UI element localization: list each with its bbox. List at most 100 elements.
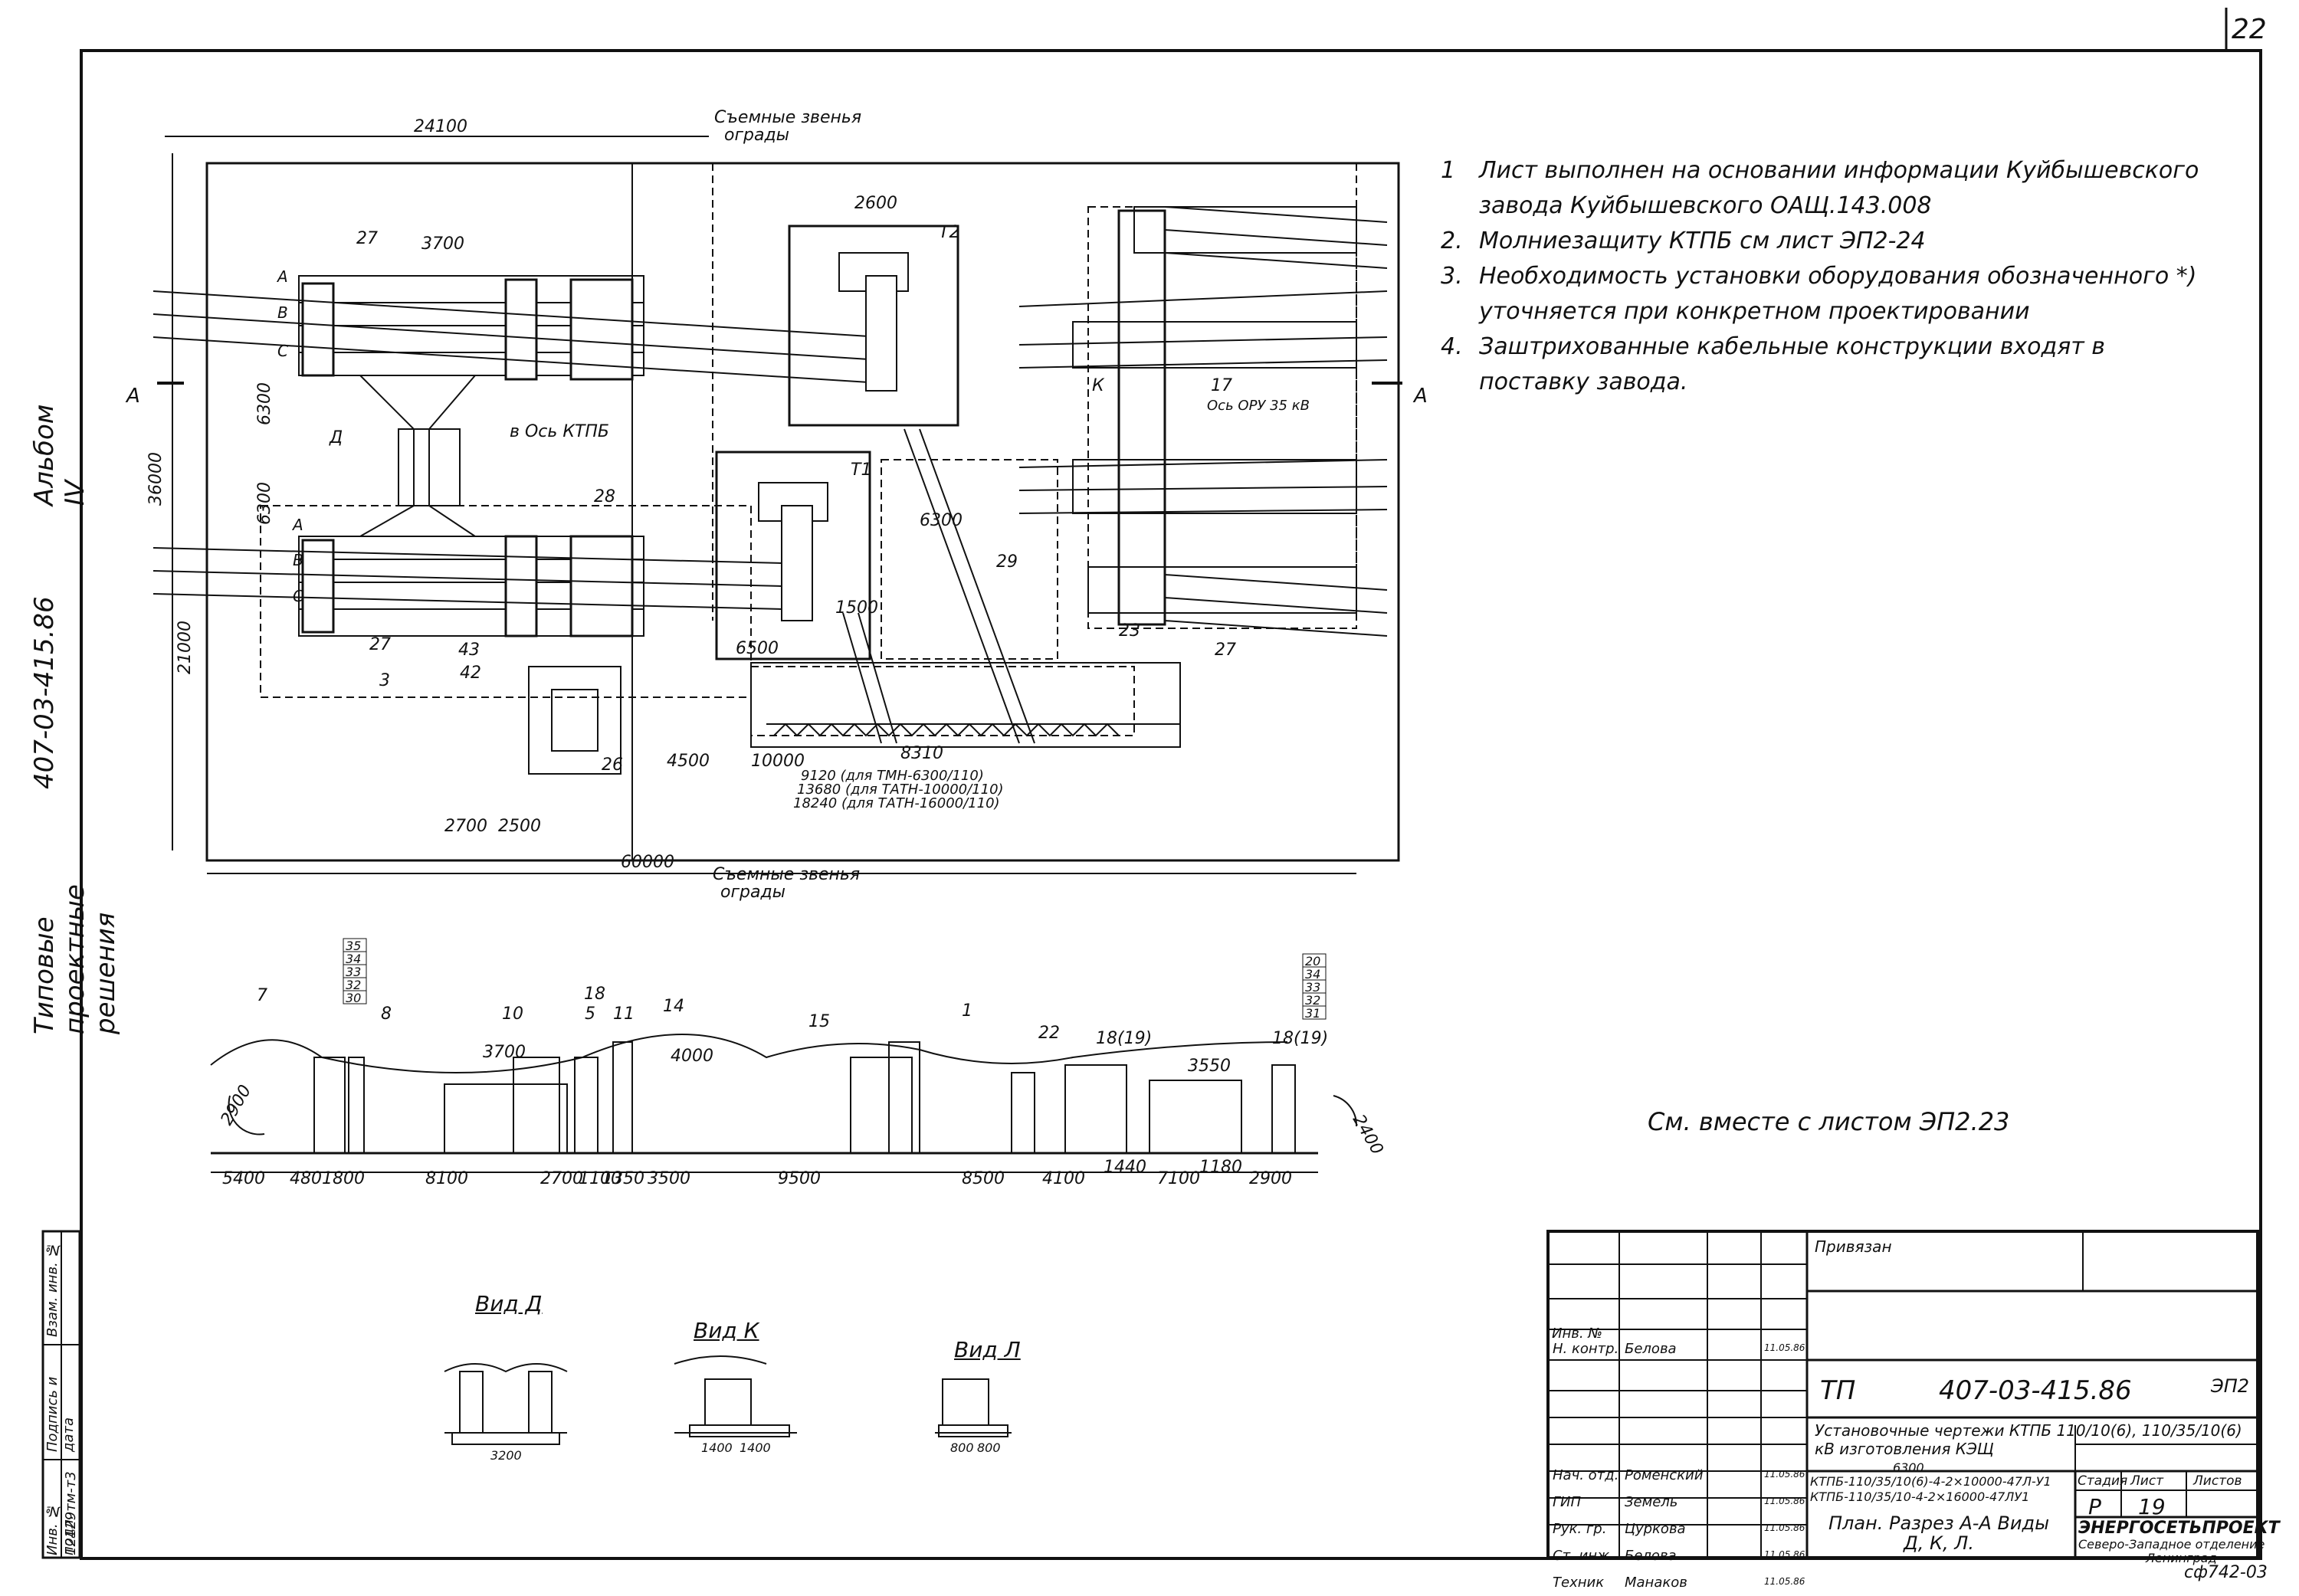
view-d-title: Вид Д [475, 1291, 543, 1316]
axis-oru: Ось ОРУ 35 кВ [1207, 398, 1310, 414]
svg-text:Д: Д [329, 428, 343, 447]
svg-text:2400: 2400 [1349, 1112, 1387, 1158]
svg-text:1350: 1350 [602, 1169, 644, 1188]
corner-code: сф742-03 [2184, 1563, 2268, 1582]
svg-text:33: 33 [1305, 980, 1320, 995]
privyazan-label: Привязан [1815, 1237, 1892, 1256]
sig-role: Ст. инж. [1553, 1548, 1614, 1564]
svg-text:18(19): 18(19) [1272, 1029, 1328, 1048]
view-k-title: Вид К [694, 1318, 759, 1343]
svg-text:9120 (для ТМН-6300/110): 9120 (для ТМН-6300/110) [801, 768, 984, 784]
sig-name: Манаков [1625, 1575, 1687, 1591]
svg-text:А: А [276, 267, 288, 286]
svg-text:С: С [293, 587, 303, 605]
svg-text:2900: 2900 [218, 1082, 256, 1129]
svg-text:26: 26 [602, 755, 623, 775]
list-value: 19 [2138, 1494, 2166, 1519]
svg-text:6300: 6300 [920, 511, 963, 530]
svg-text:А: А [291, 516, 303, 534]
sig-role: Н. контр. [1553, 1341, 1619, 1357]
svg-text:11: 11 [613, 1004, 635, 1024]
sig-role: ГИП [1553, 1494, 1582, 1510]
note-2: 2.Молниезащиту КТПБ см лист ЭП2-24 [1441, 228, 1926, 254]
svg-text:3700: 3700 [421, 234, 464, 254]
svg-text:1440: 1440 [1104, 1158, 1146, 1177]
sig-name: Земель [1625, 1494, 1678, 1510]
svg-text:6300: 6300 [255, 482, 274, 525]
title-block-grid [1546, 1230, 2259, 1559]
svg-text:10000: 10000 [751, 752, 805, 771]
svg-text:18(19): 18(19) [1096, 1029, 1152, 1048]
svg-text:42: 42 [460, 664, 481, 683]
stadiya-label: Стадия [2078, 1473, 2128, 1489]
sig-name: Роменский [1625, 1467, 1704, 1483]
svg-text:2700: 2700 [540, 1169, 583, 1188]
sig-name: Белова [1625, 1341, 1677, 1357]
page-number: 22 [2232, 14, 2267, 45]
page-number-tick [2225, 8, 2228, 50]
svg-text:34: 34 [1305, 967, 1320, 982]
svg-text:800: 800 [950, 1440, 974, 1455]
svg-text:10: 10 [502, 1004, 523, 1024]
svg-text:33: 33 [346, 965, 361, 979]
svg-text:8500: 8500 [962, 1169, 1005, 1188]
sig-role: Нач. отд. [1553, 1467, 1619, 1483]
svg-text:9500: 9500 [778, 1169, 821, 1188]
sheet-title: План. Разрез А-А Виды Д, К, Л. [1828, 1512, 2050, 1554]
svg-text:18240 (для ТАТН-16000/110): 18240 (для ТАТН-16000/110) [793, 795, 1000, 811]
svg-text:2900: 2900 [1249, 1169, 1292, 1188]
svg-text:4000: 4000 [671, 1047, 713, 1066]
inv-no-label: Инв. № [1552, 1326, 1603, 1342]
svg-text:2500: 2500 [498, 817, 541, 836]
svg-text:5: 5 [585, 1004, 595, 1024]
svg-text:27: 27 [356, 229, 378, 248]
dim-24100: 24100 [414, 117, 467, 136]
svg-text:7100: 7100 [1157, 1169, 1200, 1188]
svg-text:4500: 4500 [667, 752, 710, 771]
svg-text:Т1: Т1 [851, 460, 871, 480]
svg-text:3: 3 [379, 671, 390, 690]
svg-text:1180: 1180 [1199, 1158, 1242, 1177]
svg-text:35: 35 [346, 939, 361, 953]
variant-2: КТПБ-110/35/10-4-2×16000-47ЛУ1 [1810, 1489, 2030, 1504]
left-strip-frame [41, 1230, 81, 1559]
svg-text:7: 7 [257, 986, 267, 1005]
tp-label: ТП [1820, 1375, 1856, 1406]
svg-text:8100: 8100 [425, 1169, 468, 1188]
svg-text:Т2: Т2 [939, 223, 959, 242]
svg-text:К: К [1092, 376, 1105, 395]
org-sub: Северо-Западное отделение [2078, 1537, 2265, 1552]
reference-note: См. вместе с листом ЭП2.23 [1648, 1107, 2010, 1136]
svg-text:23: 23 [1119, 621, 1140, 641]
svg-text:В: В [277, 303, 288, 322]
svg-text:14: 14 [663, 997, 684, 1016]
svg-text:А: А [1412, 385, 1428, 408]
svg-text:6300: 6300 [255, 382, 274, 425]
svg-text:31: 31 [1305, 1006, 1320, 1021]
sig-date: 11.05.86 [1764, 1496, 1805, 1506]
drawing-description: Установочные чертежи КТПБ 110/10(6), 110… [1815, 1421, 2242, 1458]
svg-text:36000: 36000 [146, 452, 166, 506]
svg-text:ограды: ограды [724, 126, 789, 145]
sig-date: 11.05.86 [1764, 1576, 1805, 1587]
svg-text:29: 29 [996, 552, 1018, 572]
svg-text:ограды: ограды [720, 883, 785, 902]
variant-1: КТПБ-110/35/10(6)-4-2×10000-47Л-У1 [1810, 1474, 2051, 1489]
sig-role: Техник [1553, 1575, 1605, 1591]
sig-role: Рук. гр. [1553, 1521, 1607, 1537]
svg-text:800: 800 [977, 1440, 1001, 1455]
sheet-code: ЭП2 [2211, 1375, 2250, 1397]
svg-text:13680 (для ТАТН-10000/110): 13680 (для ТАТН-10000/110) [797, 782, 1004, 798]
axis-ktpb: в Ось КТПБ [510, 422, 609, 441]
org-name: ЭНЕРГОСЕТЬПРОЕКТ [2078, 1519, 2280, 1538]
note-4: 4.Заштрихованные кабельные конструкции в… [1441, 333, 2105, 395]
sig-name: Белова [1625, 1548, 1677, 1564]
svg-text:3550: 3550 [1188, 1057, 1231, 1076]
svg-text:18: 18 [584, 985, 605, 1004]
list-label: Лист [2130, 1473, 2164, 1489]
svg-text:1100: 1100 [579, 1169, 621, 1188]
